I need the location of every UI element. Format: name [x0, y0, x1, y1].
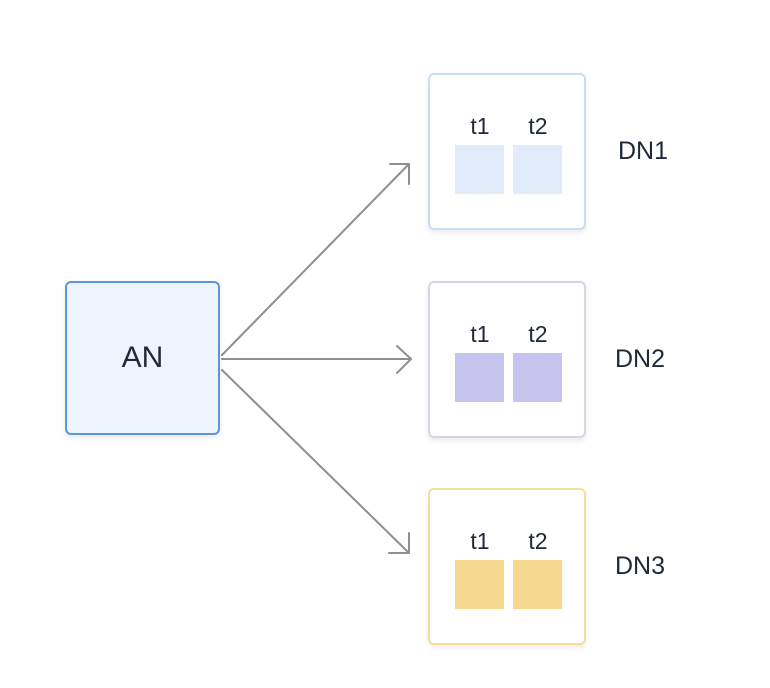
dn1-table-t1-chunk — [455, 145, 504, 194]
dn2-table-t2-label: t2 — [528, 321, 548, 347]
dn2-table-t1-label: t1 — [470, 321, 490, 347]
data-node-2-box: t1 t2 — [428, 281, 586, 438]
dn1-table-t2-chunk — [513, 145, 562, 194]
data-node-3-box: t1 t2 — [428, 488, 586, 645]
arrow-to-dn1 — [221, 163, 410, 356]
dn3-table-t2-chunk — [513, 560, 562, 609]
dn1-table-t1-label: t1 — [470, 113, 490, 139]
dn3-table-t2-label: t2 — [528, 528, 548, 554]
access-node-label: AN — [121, 341, 164, 374]
dn2-table-t2-chunk — [513, 353, 562, 402]
access-node-box: AN — [65, 281, 220, 435]
dn2-table-t1-chunk — [455, 353, 504, 402]
data-node-1-label: DN1 — [618, 137, 669, 165]
dn3-table-t1-chunk — [455, 560, 504, 609]
arrow-to-dn3 — [221, 369, 410, 554]
data-node-3-label: DN3 — [615, 552, 666, 580]
data-node-2-label: DN2 — [615, 345, 666, 373]
dn3-table-t1-label: t1 — [470, 528, 490, 554]
dn1-table-t2-label: t2 — [528, 113, 548, 139]
data-node-1-box: t1 t2 — [428, 73, 586, 230]
arrow-to-dn2 — [221, 345, 412, 374]
